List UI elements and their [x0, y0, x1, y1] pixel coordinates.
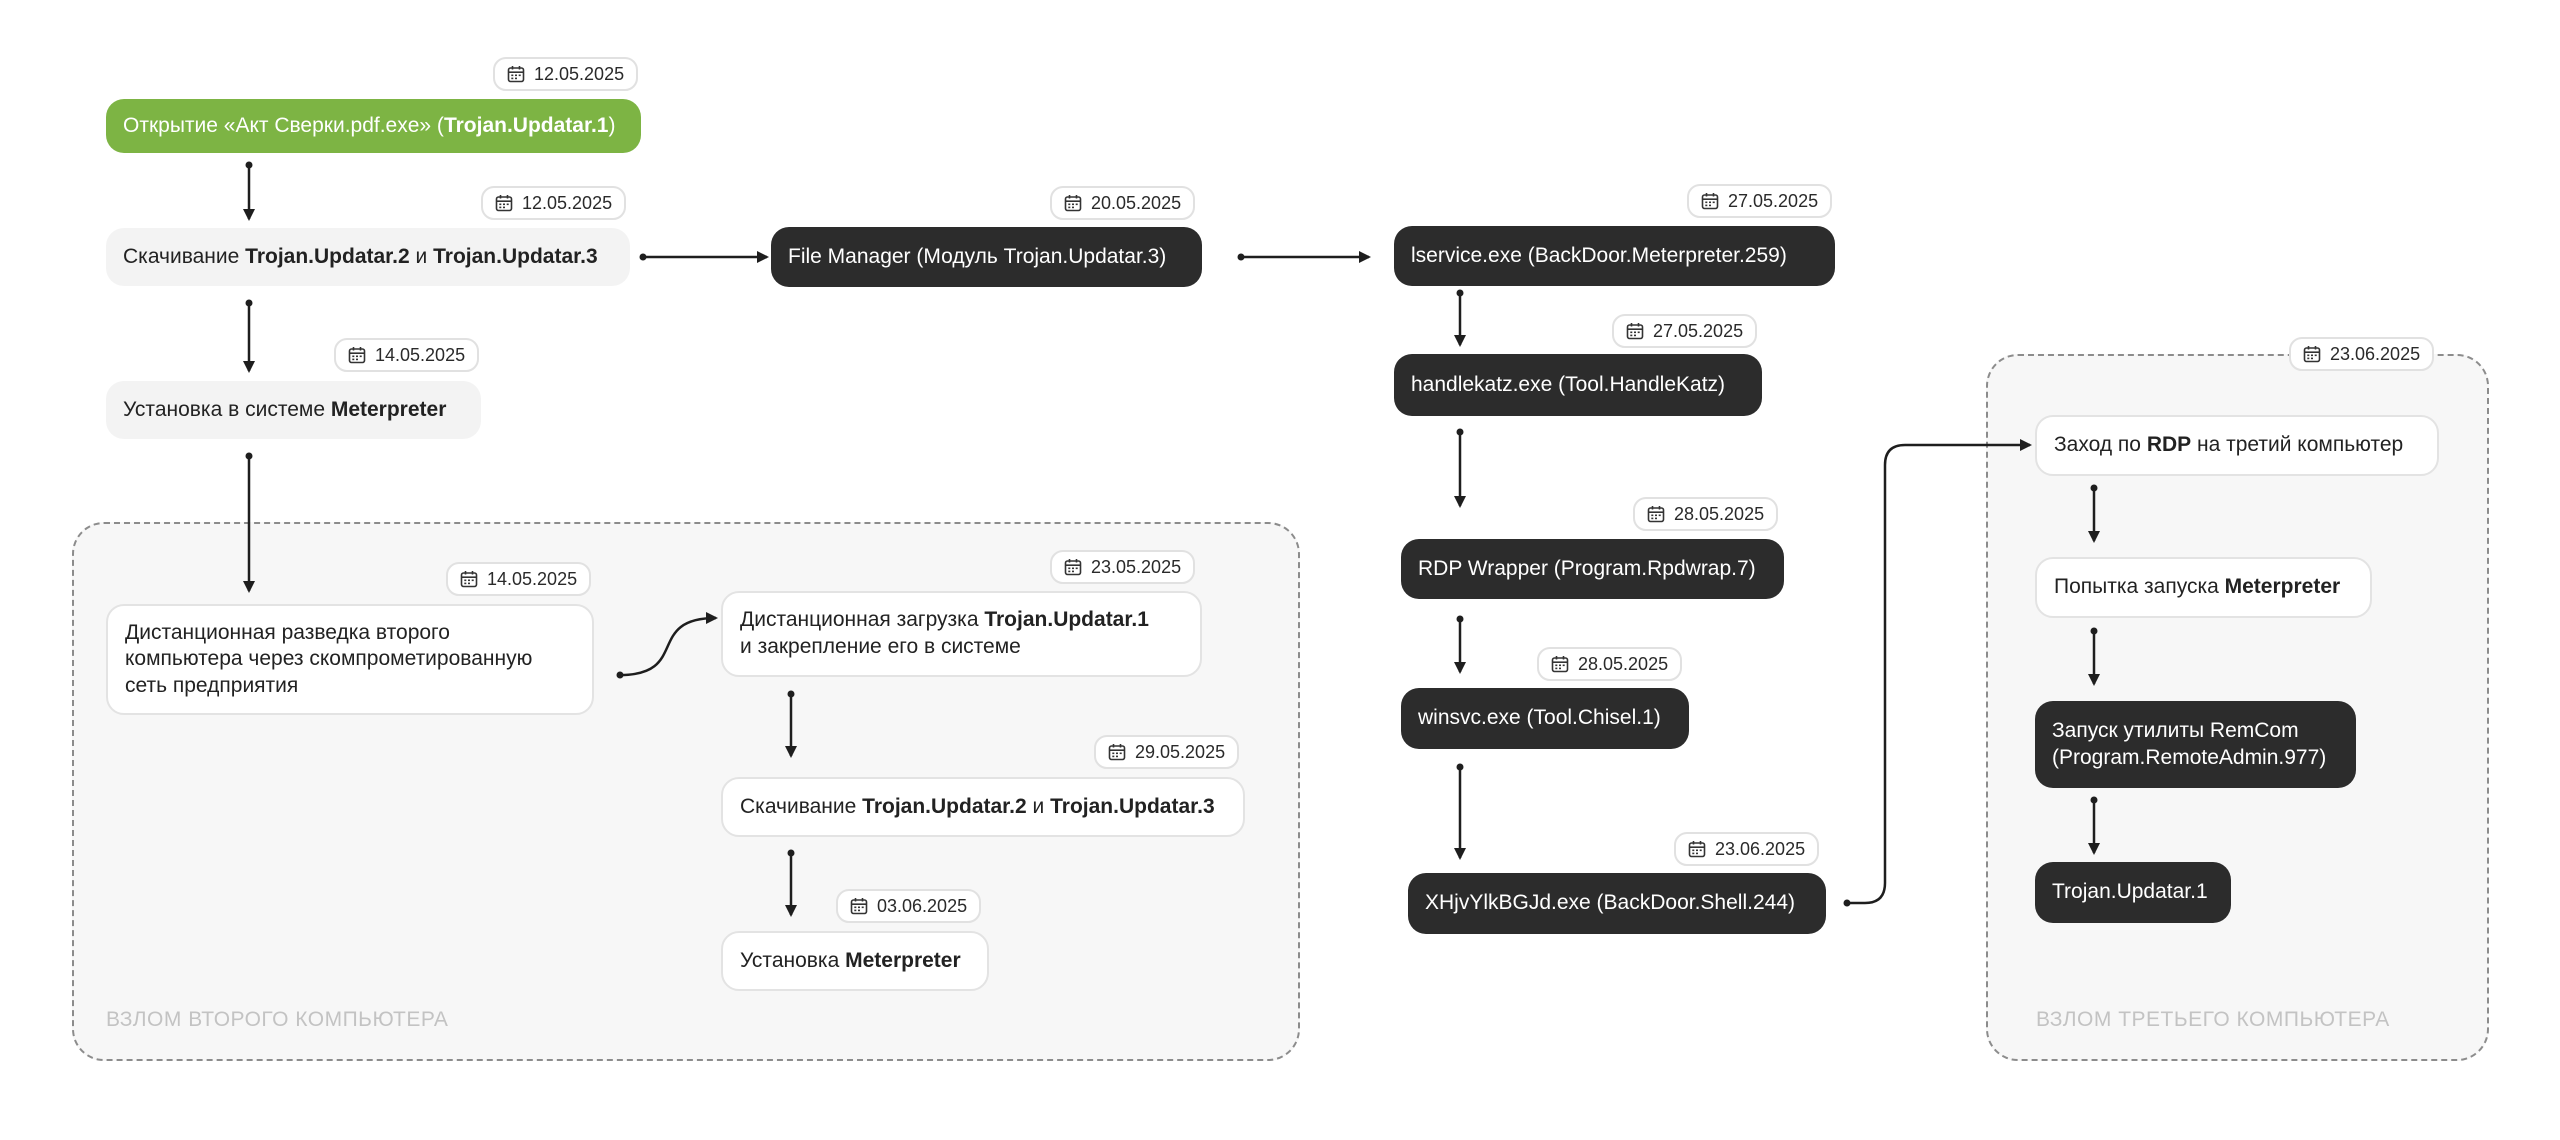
date-text: 23.06.2025: [2330, 343, 2421, 364]
node-text: Установка в системе Meterpreter: [123, 397, 447, 421]
group-second-computer-title: ВЗЛОМ ВТОРОГО КОМПЬЮТЕРА: [106, 1008, 449, 1031]
arrow-lservice-to-handlekatz: [1454, 289, 1466, 347]
calendar-icon: [348, 347, 366, 364]
date-text: 14.05.2025: [487, 568, 578, 589]
date-badge-rdp3: 23.06.2025: [2289, 337, 2435, 371]
date-text: 23.05.2025: [1091, 556, 1182, 577]
arrow-filemanager-to-lservice: [1237, 251, 1371, 263]
date-badge-download: 12.05.2025: [481, 186, 627, 220]
node-rdp-wrapper: RDP Wrapper (Program.Rpdwrap.7): [1401, 539, 1784, 599]
node-text: Скачивание Trojan.Updatar.2 и Trojan.Upd…: [123, 244, 598, 268]
calendar-icon: [1688, 841, 1706, 858]
node-text: handlekatz.exe (Tool.HandleKatz): [1411, 372, 1726, 396]
date-badge-winsvc: 28.05.2025: [1537, 647, 1683, 681]
calendar-icon: [1626, 323, 1644, 340]
node-remcom: Запуск утилиты RemCom (Program.RemoteAdm…: [2035, 701, 2356, 788]
node-text: Дистанционная разведка второго компьютер…: [125, 620, 533, 697]
node-open-act-sverki: Открытие «Акт Сверки.pdf.exe» (Trojan.Up…: [106, 99, 641, 153]
calendar-icon: [1064, 559, 1082, 576]
calendar-icon: [507, 66, 525, 83]
date-text: 12.05.2025: [522, 192, 613, 213]
arrow-rdpwrap-to-winsvc: [1454, 615, 1466, 674]
node-download-updatar-second: Скачивание Trojan.Updatar.2 и Trojan.Upd…: [721, 777, 1245, 837]
calendar-icon: [1647, 506, 1665, 523]
node-text: Trojan.Updatar.1: [2052, 880, 2208, 904]
date-badge-install: 14.05.2025: [334, 338, 480, 372]
calendar-icon: [1551, 656, 1569, 673]
date-badge-download2: 29.05.2025: [1094, 735, 1240, 769]
node-text: Попытка запуска Meterpreter: [2054, 575, 2341, 599]
arrow-download-to-filemanager: [639, 251, 769, 263]
node-attempt-meterpreter: Попытка запуска Meterpreter: [2035, 557, 2372, 618]
date-text: 20.05.2025: [1091, 192, 1182, 213]
node-rdp-third-computer: Заход по RDP на третий компьютер: [2035, 415, 2439, 476]
date-badge-remote-download: 23.05.2025: [1050, 550, 1196, 584]
node-lservice: lservice.exe (BackDoor.Meterpreter.259): [1394, 226, 1835, 286]
date-badge-open: 12.05.2025: [493, 57, 639, 91]
date-badge-filemanager: 20.05.2025: [1050, 186, 1196, 220]
date-badge-handlekatz: 27.05.2025: [1612, 314, 1758, 348]
node-xhjvylkbgjd: XHjvYlkBGJd.exe (BackDoor.Shell.244): [1408, 873, 1826, 934]
date-badge-xhj: 23.06.2025: [1674, 832, 1820, 866]
node-trojan-updatar1: Trojan.Updatar.1: [2035, 862, 2231, 923]
date-text: 28.05.2025: [1674, 503, 1765, 524]
node-text: Заход по RDP на третий компьютер: [2054, 433, 2404, 457]
group-third-computer-title: ВЗЛОМ ТРЕТЬЕГО КОМПЬЮТЕРА: [2036, 1008, 2390, 1031]
calendar-icon: [1064, 195, 1082, 212]
node-remote-recon: Дистанционная разведка второго компьютер…: [106, 604, 594, 715]
node-install-meterpreter-second: Установка Meterpreter: [721, 931, 989, 991]
node-text: XHjvYlkBGJd.exe (BackDoor.Shell.244): [1425, 891, 1795, 915]
calendar-icon: [2303, 346, 2321, 363]
node-file-manager: File Manager (Модуль Trojan.Updatar.3): [771, 227, 1202, 287]
date-badge-lservice: 27.05.2025: [1687, 184, 1833, 218]
calendar-icon: [1701, 193, 1719, 210]
node-text: Скачивание Trojan.Updatar.2 и Trojan.Upd…: [740, 794, 1215, 818]
node-text: lservice.exe (BackDoor.Meterpreter.259): [1411, 243, 1787, 267]
node-winsvc: winsvc.exe (Tool.Chisel.1): [1401, 688, 1689, 749]
calendar-icon: [460, 571, 478, 588]
date-text: 27.05.2025: [1728, 190, 1819, 211]
node-text: Установка Meterpreter: [740, 948, 961, 972]
date-text: 28.05.2025: [1578, 653, 1669, 674]
date-text: 23.06.2025: [1715, 838, 1806, 859]
node-download-updatar: Скачивание Trojan.Updatar.2 и Trojan.Upd…: [106, 228, 630, 286]
calendar-icon: [850, 898, 868, 915]
node-text: winsvc.exe (Tool.Chisel.1): [1418, 706, 1661, 730]
arrow-winsvc-to-xhj: [1454, 763, 1466, 860]
node-text: Открытие «Акт Сверки.pdf.exe» (Trojan.Up…: [123, 113, 616, 137]
date-badge-rdpwrap: 28.05.2025: [1633, 497, 1779, 531]
date-badge-install2: 03.06.2025: [836, 889, 982, 923]
node-handlekatz: handlekatz.exe (Tool.HandleKatz): [1394, 354, 1762, 416]
node-text: Запуск утилиты RemCom (Program.RemoteAdm…: [2052, 718, 2327, 769]
date-text: 03.06.2025: [877, 895, 968, 916]
arrow-download-to-install: [243, 299, 255, 373]
date-text: 12.05.2025: [534, 63, 625, 84]
calendar-icon: [495, 195, 513, 212]
date-badge-recon: 14.05.2025: [446, 562, 592, 596]
calendar-icon: [1108, 744, 1126, 761]
date-text: 29.05.2025: [1135, 741, 1226, 762]
date-text: 14.05.2025: [375, 344, 466, 365]
arrow-open-to-download: [243, 161, 255, 221]
date-text: 27.05.2025: [1653, 320, 1744, 341]
arrow-handlekatz-to-rdpwrap: [1454, 428, 1466, 508]
node-install-meterpreter: Установка в системе Meterpreter: [106, 381, 481, 439]
node-text: RDP Wrapper (Program.Rpdwrap.7): [1418, 556, 1756, 580]
node-text: File Manager (Модуль Trojan.Updatar.3): [788, 244, 1167, 268]
